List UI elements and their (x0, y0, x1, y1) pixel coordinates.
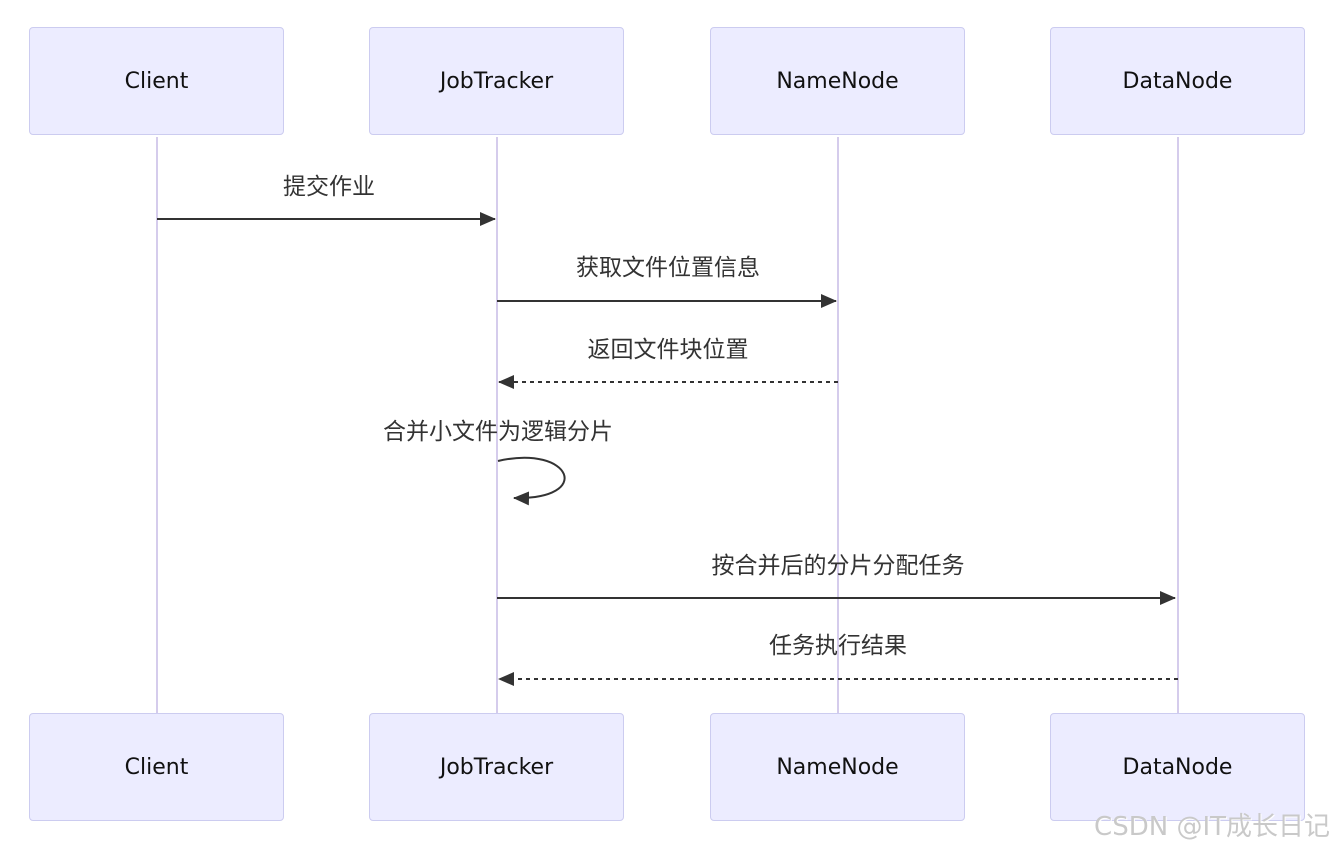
actor-bottom-client: Client (29, 713, 284, 821)
actor-label: DataNode (1122, 68, 1233, 94)
actor-top-datanode: DataNode (1050, 27, 1305, 135)
lifeline-client (156, 137, 158, 713)
actor-label: JobTracker (439, 754, 554, 780)
message-label-merge-small-files: 合并小文件为逻辑分片 (383, 419, 613, 445)
actor-top-client: Client (29, 27, 284, 135)
actor-bottom-datanode: DataNode (1050, 713, 1305, 821)
actor-label: Client (124, 68, 189, 94)
actor-bottom-namenode: NameNode (710, 713, 965, 821)
csdn-watermark: CSDN @IT成长日记 (1094, 812, 1330, 842)
message-label-get-file-locations: 获取文件位置信息 (576, 255, 760, 281)
message-label-task-result: 任务执行结果 (769, 633, 907, 659)
message-label-assign-tasks: 按合并后的分片分配任务 (711, 553, 965, 579)
lifeline-namenode (837, 137, 839, 713)
arrow-merge-self-loop (497, 456, 566, 506)
message-label-return-block-locations: 返回文件块位置 (587, 337, 749, 363)
lifeline-jobtracker (496, 137, 498, 713)
actor-label: NameNode (776, 68, 899, 94)
actor-top-namenode: NameNode (710, 27, 965, 135)
actor-label: JobTracker (439, 68, 554, 94)
message-label-submit-job: 提交作业 (283, 174, 375, 200)
actor-label: DataNode (1122, 754, 1233, 780)
actor-bottom-jobtracker: JobTracker (369, 713, 624, 821)
actor-label: Client (124, 754, 189, 780)
actor-label: NameNode (776, 754, 899, 780)
actor-top-jobtracker: JobTracker (369, 27, 624, 135)
lifeline-datanode (1177, 137, 1179, 713)
